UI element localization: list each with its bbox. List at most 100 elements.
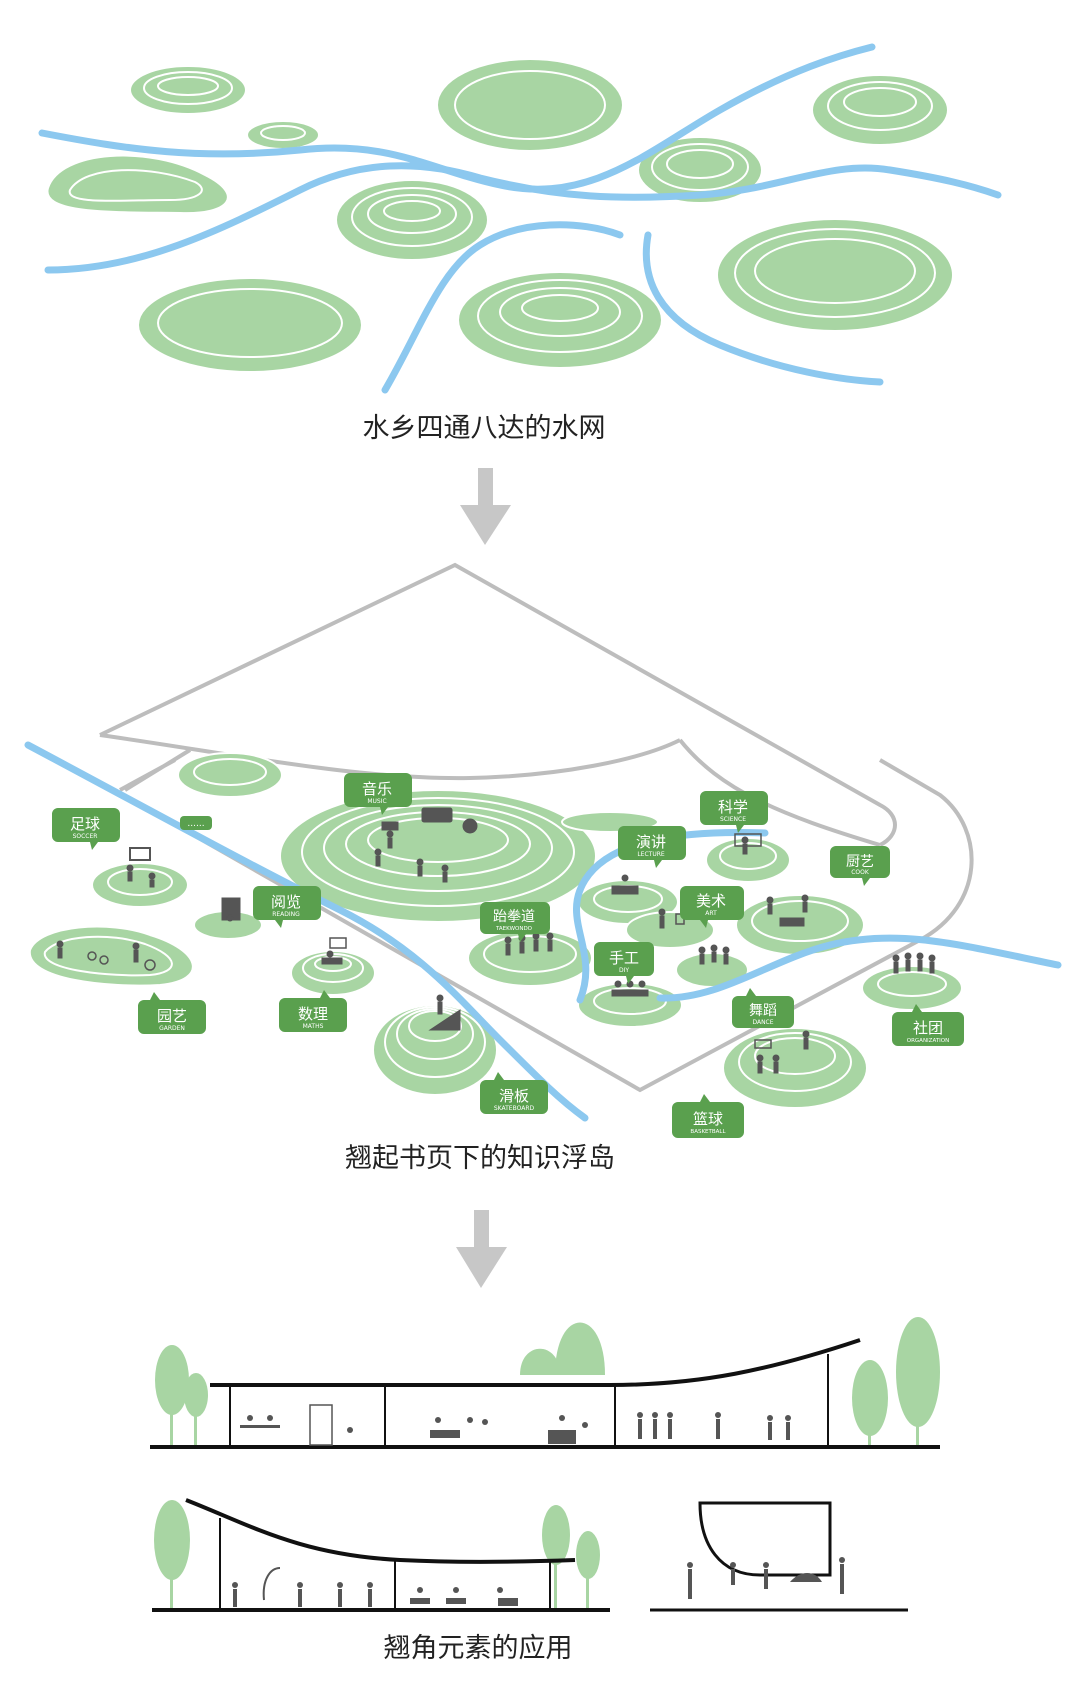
island: [637, 136, 763, 204]
island-group-top: [46, 58, 954, 373]
building-section: [650, 1501, 908, 1612]
tag-ellipsis-text: ......: [187, 819, 204, 829]
tag-art-zh: 美术: [696, 892, 726, 910]
maths-figures: [321, 937, 347, 965]
island: [457, 271, 663, 369]
river: [381, 221, 624, 394]
tag-maths: 数理 MATHS: [279, 990, 347, 1032]
island: [137, 277, 363, 373]
tag-taekwondo: 跆拳道 TAEKWONDO: [480, 902, 550, 942]
organization-figures: [892, 952, 936, 974]
tag-basketball: 篮球 BASKETBALL: [672, 1094, 744, 1138]
island-art: [625, 911, 715, 949]
basketball-figures: [754, 1030, 810, 1074]
tag-cook-zh: 厨艺: [846, 854, 874, 870]
tag-basketball-zh: 篮球: [693, 1110, 723, 1128]
tag-music-zh: 音乐: [362, 780, 392, 798]
tag-science-en: SCIENCE: [720, 816, 746, 823]
tag-soccer-en: SOCCER: [73, 833, 98, 840]
tag-lecture-en: LECTURE: [637, 851, 665, 858]
floating-islands-section: 足球 SOCCER ...... 音乐 MUSIC 科学 SCIENCE 演讲 …: [24, 562, 1062, 1174]
tag-garden-en: GARDEN: [159, 1025, 185, 1032]
island: [436, 58, 624, 152]
tag-organization-en: ORGANIZATION: [907, 1038, 949, 1044]
island: [46, 154, 229, 215]
tag-music: 音乐 MUSIC: [344, 773, 412, 815]
tag-cook: 厨艺 COOK: [830, 846, 890, 886]
cook-figures: [766, 894, 809, 927]
tag-diy: 手工 DIY: [594, 942, 654, 984]
caption-water-network: 水乡四通八达的水网: [363, 413, 606, 444]
river: [656, 934, 1062, 1002]
section-drawing-c: [650, 1501, 908, 1612]
tag-garden-zh: 园艺: [157, 1007, 187, 1025]
soccer-figures: [126, 847, 156, 888]
tag-cook-en: COOK: [851, 869, 870, 876]
building-section: [150, 1338, 940, 1449]
water-network-section: 水乡四通八达的水网: [38, 43, 1002, 444]
island: [716, 218, 954, 332]
river: [24, 741, 589, 1122]
tag-dance-en: DANCE: [752, 1019, 773, 1026]
tag-taekwondo-en: TAEKWONDO: [495, 926, 533, 932]
trees: [154, 1500, 600, 1610]
section-figures-a: [240, 1404, 791, 1446]
tag-reading-en: READING: [272, 911, 300, 918]
tag-soccer: 足球 SOCCER: [52, 808, 120, 850]
tag-maths-zh: 数理: [298, 1005, 328, 1023]
dance-figures: [698, 944, 730, 965]
garden-figures: [56, 940, 156, 971]
tag-ellipsis: ......: [180, 816, 212, 830]
activity-figures: [56, 807, 936, 1074]
island-maths: [290, 950, 376, 996]
island: [129, 65, 247, 115]
tag-basketball-en: BASKETBALL: [690, 1129, 726, 1135]
island-science: [705, 837, 791, 883]
island-top-left: [177, 752, 283, 798]
tag-lecture: 演讲 LECTURE: [618, 826, 686, 868]
island-taekwondo: [467, 929, 593, 987]
island-rivers: [24, 741, 1062, 1122]
tag-art-en: ART: [705, 910, 717, 917]
island-music: [279, 789, 597, 923]
river: [44, 162, 1002, 274]
island: [246, 120, 320, 150]
activity-tags: 足球 SOCCER ...... 音乐 MUSIC 科学 SCIENCE 演讲 …: [52, 773, 964, 1138]
music-figures: [374, 807, 478, 883]
tag-garden: 园艺 GARDEN: [138, 992, 206, 1034]
river: [642, 231, 884, 386]
tag-soccer-zh: 足球: [70, 815, 100, 833]
science-figures: [734, 833, 762, 855]
caption-upturned-corner: 翘角元素的应用: [384, 1633, 573, 1664]
building-section: [152, 1498, 610, 1612]
river: [573, 829, 769, 1004]
section-figures-b: [232, 1567, 518, 1607]
skateboard-figures: [428, 994, 461, 1031]
down-arrow: [456, 1210, 507, 1288]
tag-organization-zh: 社团: [913, 1019, 943, 1037]
tag-reading-zh: 阅览: [271, 893, 301, 911]
lecture-figures: [611, 874, 639, 895]
tag-science: 科学 SCIENCE: [700, 791, 768, 833]
river-network: [38, 43, 1002, 394]
island-garden: [28, 925, 194, 987]
tag-science-zh: 科学: [718, 798, 748, 816]
tag-diy-en: DIY: [619, 967, 629, 974]
section-drawing-b: [152, 1498, 610, 1612]
island-organization: [861, 965, 963, 1011]
trees: [155, 1317, 940, 1447]
section-drawing-a: [150, 1317, 940, 1449]
reading-figures: [221, 897, 241, 922]
tag-skateboard-en: SKATEBOARD: [494, 1105, 535, 1112]
down-arrow: [460, 468, 511, 545]
island-basketball: [722, 1027, 868, 1109]
tag-taekwondo-zh: 跆拳道: [493, 909, 535, 925]
tag-skateboard-zh: 滑板: [499, 1087, 529, 1105]
island-skateboard: [372, 1004, 498, 1096]
island-soccer: [91, 862, 189, 908]
tag-diy-zh: 手工: [609, 949, 639, 967]
tag-dance: 舞蹈 DANCE: [732, 988, 794, 1028]
tag-skateboard: 滑板 SKATEBOARD: [480, 1072, 548, 1114]
island: [811, 74, 949, 146]
